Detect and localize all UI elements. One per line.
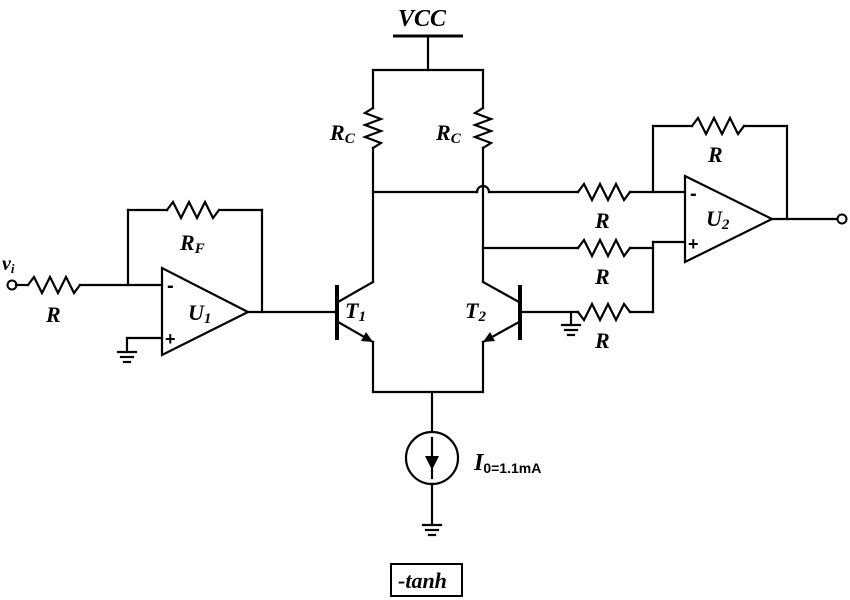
r-input-label: R [45, 302, 61, 327]
input-terminal: vi [2, 253, 18, 291]
rc-right-resistor: RC [435, 68, 495, 284]
vcc-supply: VCC [371, 6, 485, 72]
vi-subscript: i [11, 261, 15, 276]
u2-subscript: 2 [721, 217, 730, 233]
t2-subscript: 2 [477, 309, 486, 325]
r-u2-minus-label: R [594, 208, 610, 233]
r-u2-plus-label: R [594, 264, 610, 289]
svg-text:vi: vi [2, 253, 15, 276]
u1-plus-sign: + [165, 329, 176, 349]
u1-label: U [188, 300, 205, 325]
vi-label: v [2, 253, 12, 275]
rf-subscript: F [194, 241, 205, 257]
u1-ground-icon [116, 336, 164, 364]
t2-label: T [465, 298, 480, 323]
svg-text:T2: T2 [465, 298, 486, 325]
svg-text:RC: RC [435, 120, 462, 147]
u2-feedback: R [651, 115, 789, 221]
i0-label: I [473, 450, 485, 476]
source-ground-icon [421, 523, 443, 537]
u2-label: U [706, 206, 723, 231]
t2-base-ground-icon [560, 310, 582, 337]
rc-left-resistor: RC [329, 68, 385, 284]
i0-value: 0=1.1mA [483, 460, 541, 476]
function-label-box: -tanh [390, 563, 463, 597]
svg-text:I0=1.1mA: I0=1.1mA [473, 450, 541, 476]
svg-text:RF: RF [179, 230, 205, 257]
t1-label: T [345, 298, 360, 323]
u2-plus-sign: + [688, 234, 699, 254]
rc-right-subscript: C [451, 131, 462, 147]
rf-label: R [179, 230, 195, 255]
rc-left-label: R [329, 120, 345, 145]
r-u2-plus-resistor: R [576, 237, 687, 314]
current-source: I0=1.1mA [371, 390, 541, 527]
r-u2-ground-label: R [594, 328, 610, 353]
u2-minus-sign: - [690, 183, 697, 205]
output-terminal [770, 213, 848, 225]
r-input-resistor: R [14, 274, 164, 327]
rf-feedback: RF [126, 199, 264, 314]
vcc-label: VCC [398, 6, 447, 32]
svg-text:U1: U1 [188, 300, 211, 327]
collector-wires [371, 184, 580, 250]
rc-right-label: R [435, 120, 451, 145]
transistor-t2: T2 [465, 280, 522, 394]
svg-text:U2: U2 [706, 206, 730, 233]
r-u2-ground-resistor: R [520, 301, 655, 353]
svg-text:RC: RC [329, 120, 356, 147]
r-feedback-u2-label: R [707, 142, 723, 167]
t1-subscript: 1 [358, 309, 366, 325]
opamp-u2: - + U2 [683, 174, 775, 264]
r-u2-minus-resistor: R [576, 181, 687, 233]
svg-text:T1: T1 [345, 298, 366, 325]
opamp-u1: - + U1 [160, 266, 251, 357]
u1-minus-sign: - [167, 275, 174, 297]
rc-left-subscript: C [345, 131, 356, 147]
function-label: -tanh [398, 568, 447, 593]
u1-subscript: 1 [204, 311, 212, 327]
transistor-t1: T1 [335, 280, 375, 394]
